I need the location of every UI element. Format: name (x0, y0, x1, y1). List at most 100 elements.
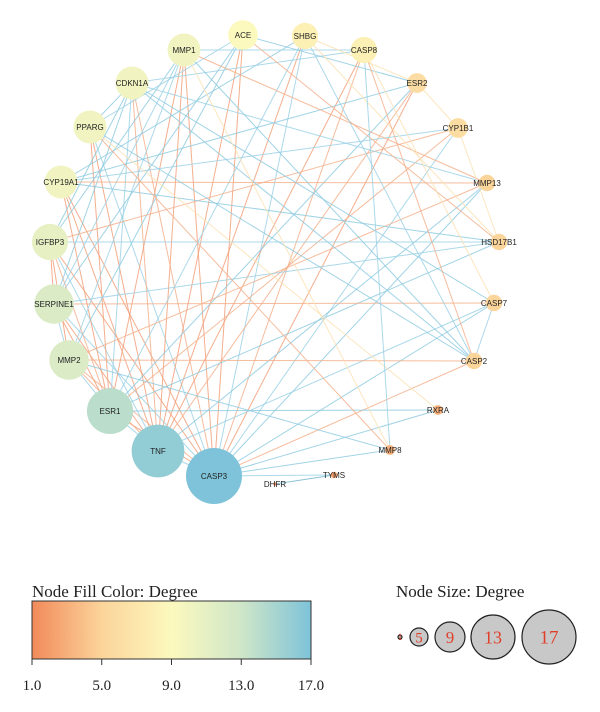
edge-shbg-hsd17b1 (304, 35, 500, 243)
edge-tnf-serpine1 (53, 303, 159, 452)
edge-igfbp3-cdkn1a (49, 82, 133, 243)
node-label-shbg: SHBG (294, 32, 317, 41)
edge-pparg-ace (89, 34, 244, 128)
node-label-ace: ACE (235, 31, 251, 40)
node-label-mmp13: MMP13 (473, 179, 501, 188)
node-circle-mmp8 (385, 445, 395, 455)
edge-casp3-cyp19a1 (60, 181, 215, 477)
node-mmp1: MMP1 (167, 33, 201, 67)
edge-cdkn1a-casp8 (131, 49, 365, 84)
edge-esr1-cdkn1a (109, 82, 133, 412)
node-label-mmp8: MMP8 (378, 446, 402, 455)
edge-tnf-ace (157, 34, 244, 452)
node-label-casp8: CASP8 (351, 46, 378, 55)
node-igfbp3: IGFBP3 (31, 223, 69, 261)
edge-mmp2-mmp1 (68, 49, 185, 361)
node-circle-tyms (330, 471, 338, 479)
node-circle-mmp2 (49, 340, 89, 380)
edge-esr1-shbg (109, 35, 306, 412)
node-circle-cyp1b1 (448, 118, 468, 138)
colorbar-tick-label: 13.0 (228, 678, 254, 694)
edge-casp3-casp7 (213, 302, 495, 477)
node-label-dhfr: DHFR (264, 480, 286, 489)
colorbar-tick-label: 5.0 (92, 678, 111, 694)
node-label-esr2: ESR2 (407, 79, 428, 88)
edge-esr1-rxra (109, 409, 439, 412)
node-label-mmp1: MMP1 (172, 46, 196, 55)
node-circle-cdkn1a (115, 66, 149, 100)
edge-tnf-cyp19a1 (60, 181, 159, 452)
fill-legend-title: Node Fill Color: Degree (32, 582, 198, 601)
edge-esr1-igfbp3 (49, 241, 111, 412)
node-circle-casp2 (465, 352, 483, 370)
edge-serpine1-casp7 (53, 302, 495, 305)
edge-casp3-mmp1 (183, 49, 215, 477)
node-circle-rxra (433, 405, 443, 415)
node-circle-ace (228, 20, 258, 50)
colorbar-tick-label: 17.0 (298, 678, 324, 694)
edge-mmp2-casp2 (68, 359, 475, 362)
edge-esr1-mmp1 (109, 49, 185, 412)
node-label-igfbp3: IGFBP3 (36, 238, 65, 247)
node-cyp1b1: CYP1B1 (443, 118, 474, 138)
node-label-casp3: CASP3 (201, 472, 228, 481)
node-mmp2: MMP2 (49, 340, 89, 380)
colorbar-tick-label: 9.0 (162, 678, 181, 694)
edge-casp3-serpine1 (53, 303, 215, 477)
node-label-rxra: RXRA (427, 406, 450, 415)
edge-casp3-rxra (213, 409, 439, 477)
node-circle-casp7 (485, 294, 503, 312)
edge-pparg-casp2 (89, 126, 475, 362)
node-casp7: CASP7 (481, 294, 508, 312)
edge-tnf-shbg (157, 35, 306, 452)
node-pparg: PPARG (73, 110, 107, 144)
node-circle-mmp1 (167, 33, 201, 67)
edge-casp8-casp2 (363, 49, 475, 362)
edge-cyp1b1-hsd17b1 (457, 127, 500, 243)
edge-casp3-igfbp3 (49, 241, 215, 477)
edge-serpine1-cdkn1a (53, 82, 133, 305)
size-circle-17 (521, 609, 577, 665)
node-dhfr: DHFR (264, 480, 286, 489)
edge-esr1-hsd17b1 (109, 241, 500, 412)
node-label-hsd17b1: HSD17B1 (481, 238, 517, 247)
edge-casp3-esr2 (213, 82, 418, 477)
edge-cyp19a1-shbg (60, 35, 306, 183)
node-tyms: TYMS (323, 471, 345, 480)
edge-igfbp3-mmp1 (49, 49, 185, 243)
node-label-esr1: ESR1 (100, 407, 121, 416)
edge-ace-hsd17b1 (242, 34, 500, 243)
edge-casp3-shbg (213, 35, 306, 477)
node-cyp19a1: CYP19A1 (43, 165, 79, 199)
edge-cdkn1a-mmp13 (131, 82, 488, 184)
node-serpine1: SERPINE1 (34, 284, 74, 324)
size-label-17: 17 (540, 628, 559, 649)
size-circle-13 (470, 614, 516, 660)
node-mmp13: MMP13 (473, 174, 501, 192)
edge-mmp1-casp2 (183, 49, 475, 362)
edge-casp3-mmp8 (213, 449, 391, 477)
edge-casp3-ace (213, 34, 244, 477)
node-label-cyp1b1: CYP1B1 (443, 124, 474, 133)
edge-casp3-casp8 (213, 49, 365, 477)
node-label-tyms: TYMS (323, 471, 345, 480)
edge-casp3-cyp1b1 (213, 127, 459, 477)
edge-cdkn1a-casp2 (131, 82, 475, 362)
size-label-13: 13 (484, 627, 502, 647)
node-label-serpine1: SERPINE1 (34, 300, 74, 309)
size-circle-1 (397, 634, 403, 640)
node-circle-esr2 (407, 73, 427, 93)
edge-dhfr-tyms (274, 474, 335, 485)
edge-mmp2-mmp8 (68, 359, 391, 451)
node-label-tnf: TNF (150, 447, 166, 456)
edge-tnf-casp7 (157, 302, 495, 452)
edge-pparg-rxra (89, 126, 439, 411)
node-circle-shbg (291, 22, 319, 50)
node-circle-casp8 (350, 36, 378, 64)
node-circle-mmp13 (478, 174, 496, 192)
node-casp2: CASP2 (461, 352, 488, 370)
edge-tnf-mmp13 (157, 182, 488, 452)
edge-esr1-cyp19a1 (60, 181, 111, 412)
